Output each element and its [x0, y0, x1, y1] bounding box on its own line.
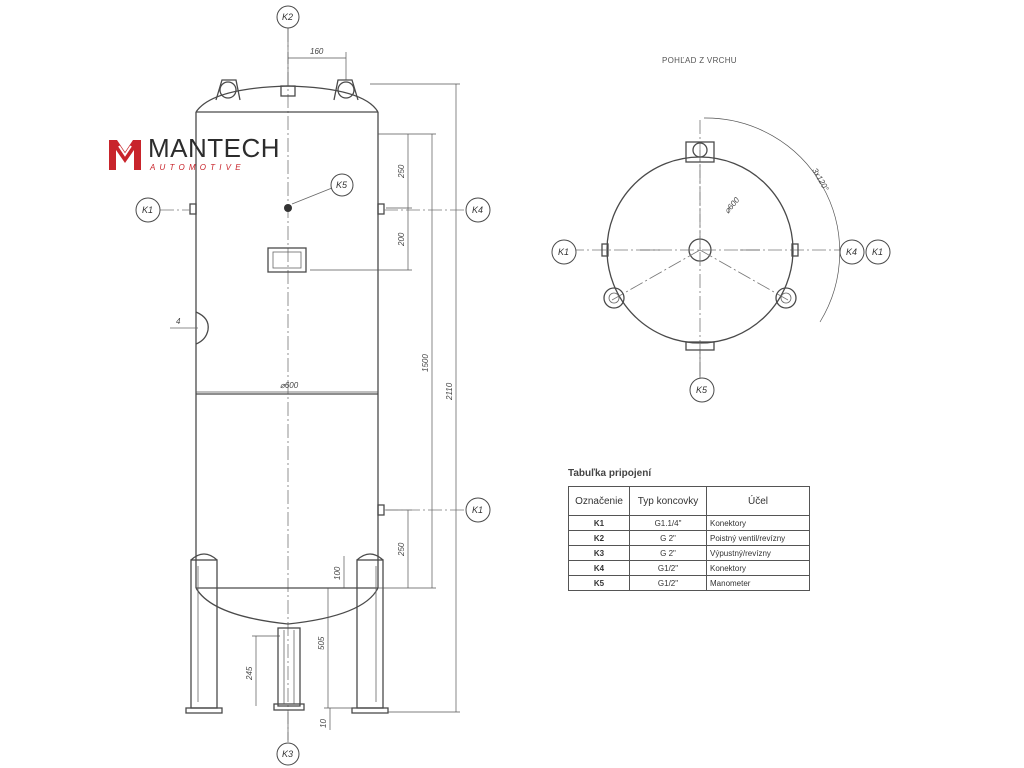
- table-row: K5 G1/2" Manometer: [568, 575, 810, 591]
- cell-code: K2: [568, 530, 630, 546]
- dim-10: 10: [319, 719, 328, 728]
- header-designation: Označenie: [568, 486, 630, 516]
- cell-code: K4: [568, 560, 630, 576]
- logo-subtitle: AUTOMOTIVE: [150, 163, 245, 172]
- top-tag-k4: K4: [846, 247, 857, 257]
- tag-k3: K3: [282, 749, 293, 759]
- tag-k1-right: K1: [472, 505, 483, 515]
- header-purpose: Účel: [706, 486, 810, 516]
- cell-type: G1/2": [629, 575, 707, 591]
- angle-3x120: 3x120°: [810, 167, 831, 194]
- side-dimensions: 160 250 200 1500 250 2110 100 505 10 245: [176, 47, 460, 730]
- cell-code: K3: [568, 545, 630, 561]
- table-header-row: Označenie Typ koncovky Účel: [568, 486, 810, 516]
- table-row: K4 G1/2" Konektory: [568, 560, 810, 576]
- cell-type: G 2": [629, 545, 707, 561]
- cell-code: K5: [568, 575, 630, 591]
- cell-purpose: Poistný ventil/revízny: [706, 530, 810, 546]
- table-row: K2 G 2" Poistný ventil/revízny: [568, 530, 810, 546]
- table-row: K3 G 2" Výpustný/revízny: [568, 545, 810, 561]
- cell-code: K1: [568, 515, 630, 531]
- table-row: K1 G1.1/4" Konektory: [568, 515, 810, 531]
- wall-thickness-4: 4: [176, 317, 181, 326]
- tag-k1-left: K1: [142, 205, 153, 215]
- mantech-mark-icon: [109, 140, 141, 170]
- tag-k4: K4: [472, 205, 483, 215]
- mantech-logo: MANTECH AUTOMOTIVE: [106, 134, 296, 174]
- top-view-title: POHĽAD Z VRCHU: [662, 56, 737, 65]
- dim-100: 100: [333, 566, 342, 580]
- tag-k5: K5: [336, 180, 348, 190]
- dim-160: 160: [310, 47, 324, 56]
- top-diameter-600: ⌀600: [723, 195, 742, 215]
- connection-table-title: Tabuľka pripojení: [568, 468, 652, 479]
- cell-purpose: Výpustný/revízny: [706, 545, 810, 561]
- cell-purpose: Konektory: [706, 560, 810, 576]
- cell-type: G 2": [629, 530, 707, 546]
- cell-type: G1.1/4": [629, 515, 707, 531]
- dim-1500: 1500: [421, 354, 430, 372]
- logo-wordmark: MANTECH: [148, 133, 281, 163]
- dim-diameter-600: ⌀600: [280, 381, 299, 390]
- cell-purpose: Manometer: [706, 575, 810, 591]
- cell-type: G1/2": [629, 560, 707, 576]
- top-tag-k1-right: K1: [872, 247, 883, 257]
- side-tags: K2 K5 K1 K4 K1 K3: [135, 5, 491, 766]
- connection-table: Označenie Typ koncovky Účel K1 G1.1/4" K…: [568, 486, 810, 591]
- dim-505: 505: [317, 636, 326, 650]
- dim-250-top: 250: [397, 164, 406, 179]
- tank-top-view: 3x120° ⌀600 K1 K4 K1 K5: [551, 117, 891, 403]
- dim-250-bottom: 250: [397, 542, 406, 557]
- dim-200: 200: [397, 232, 406, 247]
- header-fitting-type: Typ koncovky: [629, 486, 707, 516]
- dim-2110: 2110: [445, 382, 454, 401]
- tag-k2: K2: [282, 12, 293, 22]
- dim-245: 245: [245, 666, 254, 681]
- tank-side-view: [170, 28, 389, 740]
- top-tag-k5: K5: [696, 385, 708, 395]
- cell-purpose: Konektory: [706, 515, 810, 531]
- top-tag-k1-left: K1: [558, 247, 569, 257]
